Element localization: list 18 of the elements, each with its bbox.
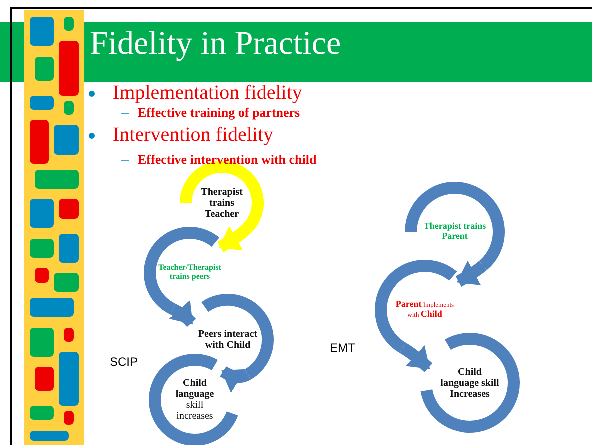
curved-arrow <box>169 300 196 328</box>
bullet-text: SCIP <box>110 355 138 369</box>
curved-arrow <box>220 366 251 393</box>
curved-arrow <box>218 224 252 252</box>
bullet-text: Effective training of partners <box>138 105 300 121</box>
step-text: Teacher/Therapist trains peers <box>158 264 222 282</box>
bullet-text: Effective intervention with child <box>138 152 317 168</box>
curved-arrow <box>400 342 433 372</box>
bullet-text: Intervention fidelity <box>113 124 274 147</box>
step-text: Therapist trains Teacher <box>200 186 244 220</box>
step-text: Child language skill increases <box>174 378 216 422</box>
bullet-text: Implementation fidelity <box>113 82 302 105</box>
step-text: Therapist trains Parent <box>422 222 488 242</box>
bullet-text: EMT <box>330 341 356 355</box>
curved-arrow <box>456 260 488 287</box>
step-text: Child language skill Increases <box>440 366 500 400</box>
step-text: Peers interact with Child <box>198 329 258 351</box>
slide-title: Fidelity in Practice <box>90 26 342 63</box>
